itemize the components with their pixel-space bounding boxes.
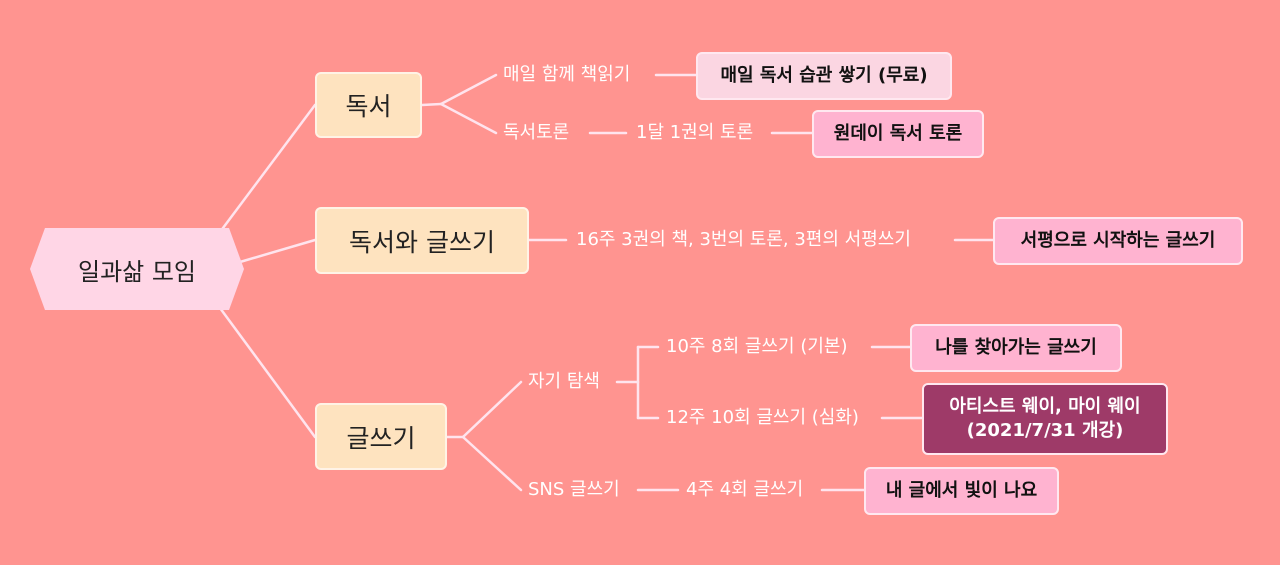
branch-writing-label: 글쓰기: [346, 423, 416, 453]
leaf-artist-way-line2: (2021/7/31 개강): [966, 420, 1124, 441]
connector-line-13: [461, 435, 523, 492]
leaf-shining-writing: 내 글에서 빛이 나요: [864, 467, 1059, 515]
connector-line-5: [439, 102, 498, 135]
leaf-oneday-discussion: 원데이 독서 토론: [812, 110, 984, 158]
leaf-finding-myself-text: 나를 찾아가는 글쓰기: [935, 337, 1097, 358]
leaf-oneday-discussion-text: 원데이 독서 토론: [833, 123, 963, 144]
leaf-finding-myself: 나를 찾아가는 글쓰기: [910, 324, 1122, 372]
connector-line-4: [439, 73, 498, 106]
branch-reading-label: 독서: [345, 92, 392, 121]
leaf-artist-way-line1: 아티스트 웨이, 마이 웨이: [949, 396, 1141, 417]
leaf-review-writing: 서평으로 시작하는 글쓰기: [993, 217, 1243, 265]
label-16-weeks: 16주 3권의 책, 3번의 토론, 3편의 서평쓰기: [576, 229, 911, 250]
label-10-weeks: 10주 8회 글쓰기 (기본): [666, 336, 848, 357]
leaf-artist-way: 아티스트 웨이, 마이 웨이 (2021/7/31 개강): [922, 383, 1168, 455]
connector-line-1: [238, 238, 317, 264]
leaf-shining-writing-text: 내 글에서 빛이 나요: [885, 480, 1038, 501]
connector-line-12: [461, 380, 523, 439]
leaf-daily-reading-habit-text: 매일 독서 습관 쌓기 (무료): [720, 65, 928, 86]
label-monthly-discussion: 1달 1권의 토론: [636, 122, 754, 143]
root-node: 일과삶 모임: [30, 228, 244, 310]
connector-line-0: [218, 103, 317, 234]
label-self-exploration: 자기 탐색: [528, 371, 600, 392]
root-label: 일과삶 모임: [77, 257, 197, 286]
label-daily-reading: 매일 함께 책읽기: [503, 64, 631, 85]
label-book-discussion: 독서토론: [503, 122, 570, 143]
label-4-weeks: 4주 4회 글쓰기: [686, 479, 804, 500]
branch-reading-writing-label: 독서와 글쓰기: [349, 227, 495, 257]
leaf-daily-reading-habit: 매일 독서 습관 쌓기 (무료): [696, 52, 952, 100]
branch-reading: 독서: [315, 72, 422, 138]
label-12-weeks: 12주 10회 글쓰기 (심화): [666, 407, 859, 428]
branch-reading-writing: 독서와 글쓰기: [315, 207, 529, 274]
connector-line-2: [218, 306, 317, 439]
branch-writing: 글쓰기: [315, 403, 447, 470]
leaf-review-writing-text: 서평으로 시작하는 글쓰기: [1020, 230, 1216, 251]
label-sns-writing: SNS 글쓰기: [528, 479, 620, 500]
connector-line-3: [420, 102, 443, 107]
